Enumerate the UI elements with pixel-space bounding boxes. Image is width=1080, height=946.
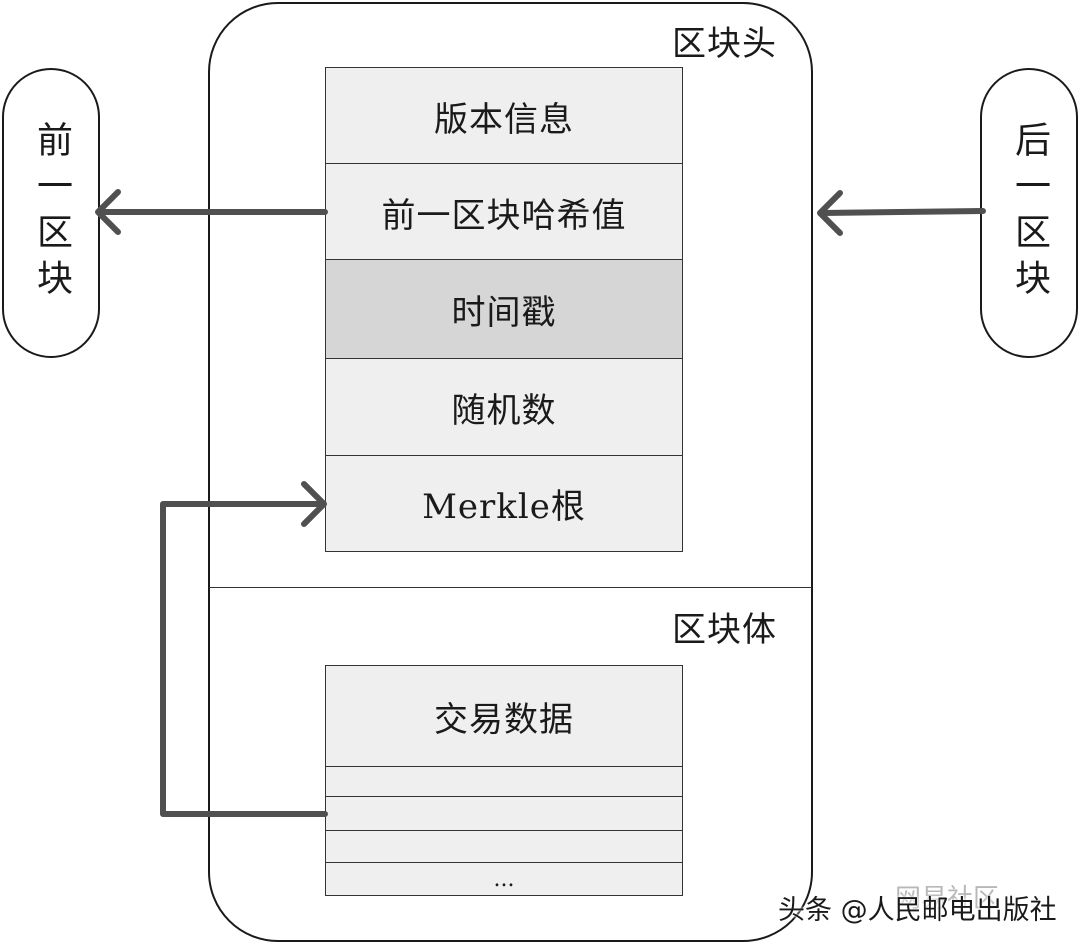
next-block-arrow xyxy=(819,208,986,216)
transactions-box: 交易数据 xyxy=(325,665,683,767)
block-header-title: 区块头 xyxy=(672,24,777,64)
field-nonce-label: 随机数 xyxy=(451,391,557,431)
transactions-label: 交易数据 xyxy=(434,699,574,740)
field-version: 版本信息 xyxy=(325,67,683,165)
previous-block-node: 前一区块 xyxy=(2,68,100,358)
field-timestamp-label: 时间戳 xyxy=(451,293,557,333)
field-timestamp: 时间戳 xyxy=(325,259,683,360)
next-block-arrowhead xyxy=(817,190,843,236)
prev-hash-arrowhead xyxy=(95,189,121,235)
transactions-ellipsis: ... xyxy=(493,866,515,892)
header-body-divider xyxy=(209,587,812,588)
transaction-row xyxy=(325,797,683,831)
field-merkle-root-label: Merkle根 xyxy=(422,487,586,527)
block-body-title: 区块体 xyxy=(672,610,777,650)
field-nonce: 随机数 xyxy=(325,358,683,457)
previous-block-label: 前一区块 xyxy=(31,121,72,305)
watermark-faint: 网易社区 xyxy=(895,884,1000,914)
transaction-row xyxy=(325,831,683,863)
watermark: 头条 @人民邮电出版社 xyxy=(778,895,1057,926)
field-merkle-root: Merkle根 xyxy=(325,455,683,552)
next-block-label: 后一区块 xyxy=(1009,121,1050,305)
transaction-row xyxy=(325,767,683,797)
field-prev-hash-label: 前一区块哈希值 xyxy=(381,195,627,236)
field-prev-hash: 前一区块哈希值 xyxy=(325,163,683,261)
next-block-node: 后一区块 xyxy=(980,68,1078,358)
field-version-label: 版本信息 xyxy=(434,99,574,140)
transaction-row-ellipsis: ... xyxy=(325,863,683,896)
